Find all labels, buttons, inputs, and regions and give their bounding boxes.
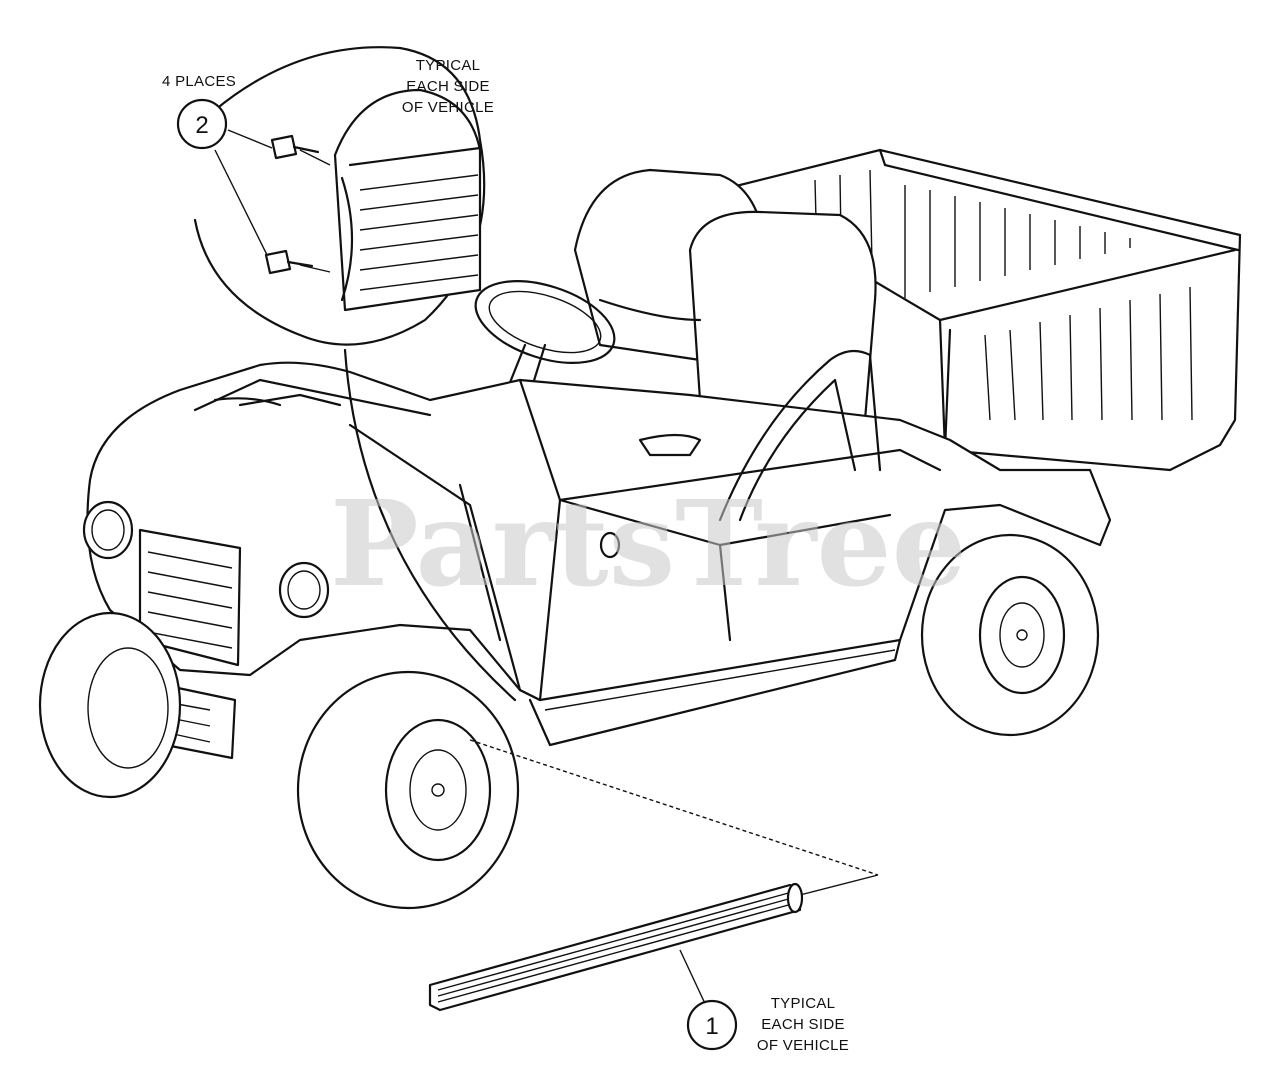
leader-lines	[214, 129, 879, 1011]
callout-2-number: 2	[195, 112, 208, 139]
detail-note-line-2: EACH SIDE	[406, 78, 490, 95]
grille	[138, 528, 242, 667]
callout-1-number: 1	[705, 1013, 718, 1040]
screw-upper	[270, 134, 320, 160]
front-right-wheel	[296, 670, 520, 910]
rear-right-wheel	[920, 533, 1100, 737]
rocker-note-line-3: OF VEHICLE	[757, 1037, 849, 1054]
detail-note-line-3: OF VEHICLE	[402, 99, 494, 116]
watermark: PartsTree	[330, 474, 967, 613]
cart-body	[428, 349, 1112, 747]
screw-lower	[264, 249, 314, 275]
detail-note-line-1: TYPICAL	[416, 57, 481, 74]
detail-note: TYPICAL EACH SIDE OF VEHICLE	[402, 57, 494, 116]
callout-2-note: 4 PLACES	[162, 73, 236, 90]
rocker-note: TYPICAL EACH SIDE OF VEHICLE	[757, 995, 849, 1054]
cargo-bed-slats	[814, 169, 1193, 421]
front-cowl	[82, 361, 621, 760]
rocker-note-line-2: EACH SIDE	[761, 1016, 845, 1033]
seat	[573, 168, 877, 432]
callout-2: 2	[176, 98, 228, 150]
detail-view	[193, 46, 486, 346]
rocker-note-line-1: TYPICAL	[771, 995, 836, 1012]
front-left-wheel	[38, 611, 182, 799]
callout-1: 1	[686, 999, 738, 1051]
rocker-trim-part	[428, 882, 804, 1012]
